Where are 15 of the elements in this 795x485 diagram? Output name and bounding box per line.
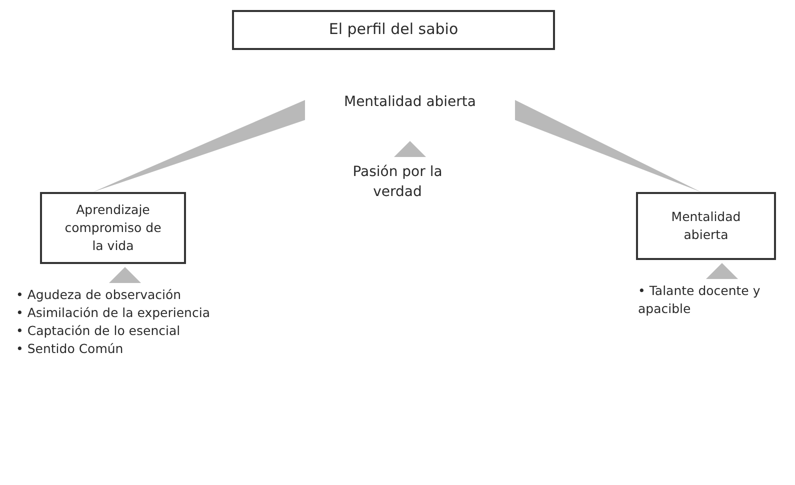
list-item: • Asimilación de la experiencia xyxy=(16,304,210,322)
wedge-connector xyxy=(93,100,305,192)
list-item: • Talante docente y apacible xyxy=(638,282,762,318)
concept-label: Mentalidad abierta xyxy=(344,92,476,112)
concept-box: Aprendizaje compromiso de la vida xyxy=(40,192,186,264)
arrow xyxy=(394,141,426,157)
arrow xyxy=(109,267,141,283)
concept-label: Pasión por la verdad xyxy=(352,162,444,202)
title-box: El perfil del sabio xyxy=(232,10,555,50)
list-item: • Agudeza de observación xyxy=(16,286,182,304)
wedge-connector xyxy=(515,100,701,192)
list-item: • Sentido Común xyxy=(16,340,124,358)
arrow xyxy=(706,263,738,279)
concept-box: Mentalidad abierta xyxy=(636,192,776,260)
list-item: • Captación de lo esencial xyxy=(16,322,180,340)
